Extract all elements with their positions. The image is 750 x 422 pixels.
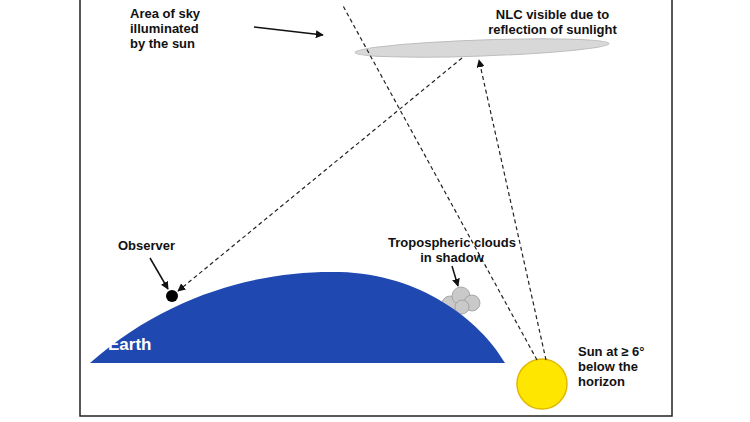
leader-arrow <box>150 258 168 289</box>
nlc-cloud <box>355 36 609 61</box>
annotation-label: Tropospheric clouds in shadow <box>382 235 522 265</box>
earth-fill <box>90 272 505 363</box>
annotation-label: NLC visible due to reflection of sunligh… <box>470 7 635 37</box>
observer-dot <box>166 290 178 302</box>
node-outline <box>90 270 505 363</box>
frame <box>80 0 672 416</box>
sun-ray-to-nlc <box>479 60 546 360</box>
leader-arrow <box>254 27 323 35</box>
reflected-ray <box>178 58 462 291</box>
earth-shape: Earth <box>90 270 505 363</box>
annotation-label: Observer <box>118 238 198 253</box>
leader-arrow <box>452 266 458 286</box>
annotation-label: Area of sky illuminated by the sun <box>130 6 214 51</box>
node-text: Earth <box>108 335 151 355</box>
sun <box>517 359 567 409</box>
annotation-label: Sun at ≥ 6° below the horizon <box>578 344 660 389</box>
